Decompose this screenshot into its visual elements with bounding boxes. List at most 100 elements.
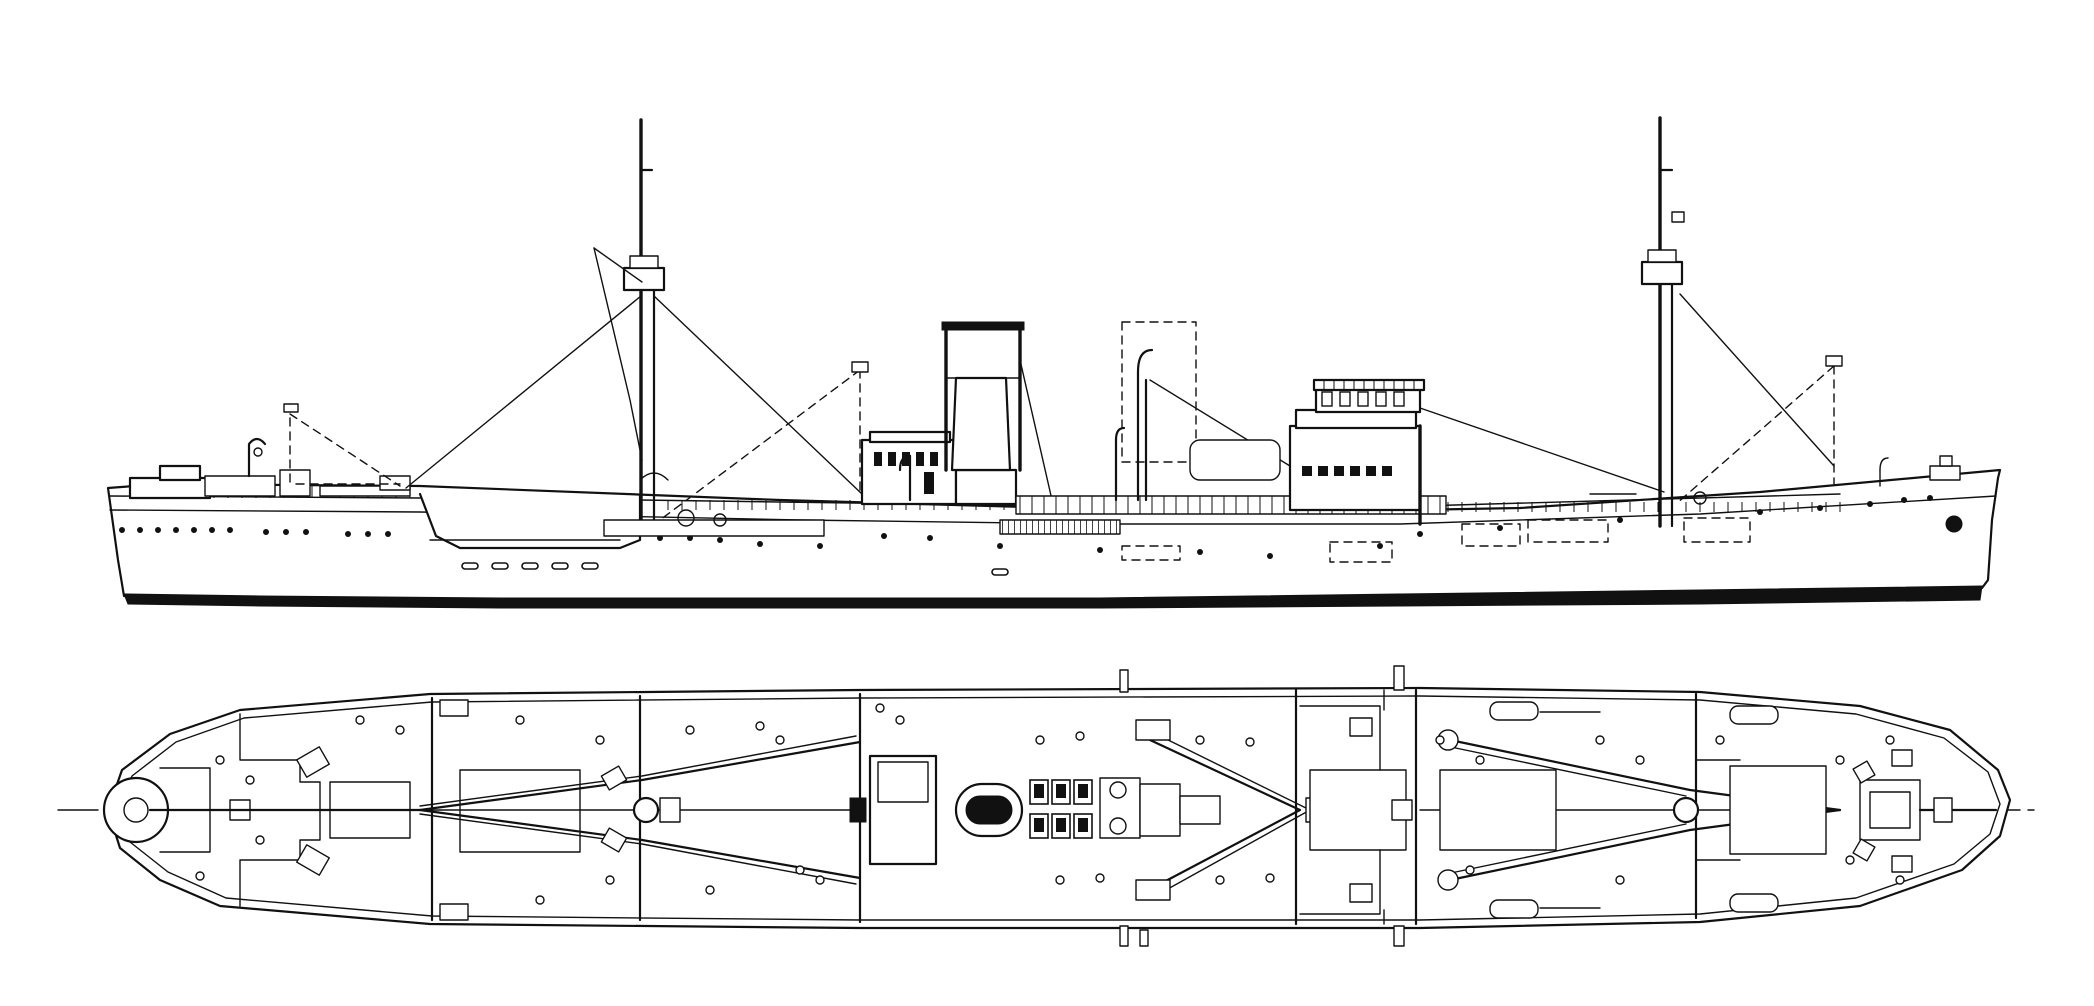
- hawse-pipe-icon: [1945, 515, 1963, 533]
- bollard: [1215, 875, 1225, 885]
- fore-well-fittings: [1435, 735, 1905, 885]
- window: [888, 452, 896, 466]
- porthole: [1417, 531, 1423, 537]
- bollard: [1885, 735, 1895, 745]
- aft-mast: [283, 118, 869, 537]
- bollard: [1475, 755, 1485, 765]
- window: [1366, 466, 1376, 476]
- bollard: [1245, 737, 1255, 747]
- porthole: [1097, 547, 1103, 553]
- midship-kingpost: [1114, 321, 1291, 561]
- bollard: [1895, 875, 1905, 885]
- porthole: [1197, 549, 1203, 555]
- bollard: [1635, 755, 1645, 765]
- bollard: [605, 875, 615, 885]
- bollard: [1435, 735, 1445, 745]
- hatch-cover: [1034, 784, 1044, 798]
- porthole: [227, 527, 233, 533]
- porthole: [385, 531, 391, 537]
- porthole: [817, 543, 823, 549]
- porthole: [1927, 495, 1933, 501]
- bollard: [515, 715, 525, 725]
- window: [1393, 391, 1405, 407]
- hatch-cover: [1078, 818, 1088, 832]
- aft-well-fittings: [195, 703, 1275, 905]
- bollard: [795, 865, 805, 875]
- hull-profile: [106, 468, 2002, 609]
- window: [1334, 466, 1344, 476]
- porthole: [521, 562, 539, 570]
- bollard: [685, 725, 695, 735]
- bollard: [815, 875, 825, 885]
- aft-superstructure: [128, 437, 411, 500]
- deck-plan-view: [57, 665, 2041, 947]
- hatch-aft: [439, 699, 581, 921]
- porthole: [345, 531, 351, 537]
- fore-mast: [1461, 116, 1843, 547]
- porthole: [209, 527, 215, 533]
- window: [916, 452, 924, 466]
- porthole: [1867, 501, 1873, 507]
- window: [1382, 466, 1392, 476]
- poop-deck-plan: [102, 713, 422, 907]
- bollard: [1715, 735, 1725, 745]
- bollard: [1615, 875, 1625, 885]
- porthole: [491, 562, 509, 570]
- window: [1321, 391, 1333, 407]
- porthole: [551, 562, 569, 570]
- window: [874, 452, 882, 466]
- window: [1350, 466, 1360, 476]
- porthole: [997, 543, 1003, 549]
- bollard: [245, 775, 255, 785]
- window: [1339, 391, 1351, 407]
- hatch-cover: [1056, 818, 1066, 832]
- window: [1302, 466, 1312, 476]
- forecastle-fittings: [1589, 455, 1961, 505]
- hatch-forward: [1439, 701, 1827, 919]
- porthole: [927, 535, 933, 541]
- midship-house-plan: [849, 754, 1221, 866]
- bollard: [1595, 735, 1605, 745]
- funnel: [941, 321, 1025, 472]
- window: [1375, 391, 1387, 407]
- aft-derrick-booms: [418, 735, 862, 885]
- bollard: [875, 703, 885, 713]
- porthole: [1757, 509, 1763, 515]
- bollard: [775, 735, 785, 745]
- hatch-cover: [1078, 784, 1088, 798]
- forecastle-plan: [1852, 749, 1998, 873]
- porthole: [137, 527, 143, 533]
- bollard: [705, 885, 715, 895]
- porthole: [1817, 505, 1823, 511]
- porthole: [881, 533, 887, 539]
- side-profile-view: [106, 116, 2002, 609]
- bollard: [755, 721, 765, 731]
- porthole: [303, 529, 309, 535]
- bollard: [895, 715, 905, 725]
- door: [924, 472, 934, 494]
- bridge-superstructure: [1288, 378, 1665, 563]
- porthole: [119, 527, 125, 533]
- bollard: [1465, 865, 1475, 875]
- bridge-deck-plan: [1299, 705, 1413, 915]
- porthole: [717, 537, 723, 543]
- porthole: [1267, 553, 1273, 559]
- window: [1357, 391, 1369, 407]
- window: [902, 452, 910, 466]
- porthole: [1497, 525, 1503, 531]
- porthole: [1901, 497, 1907, 503]
- porthole: [757, 541, 763, 547]
- porthole: [191, 527, 197, 533]
- bollard: [255, 835, 265, 845]
- porthole: [173, 527, 179, 533]
- bollard: [595, 735, 605, 745]
- porthole: [461, 562, 479, 570]
- bollard: [1075, 731, 1085, 741]
- window: [1318, 466, 1328, 476]
- bollard: [1095, 873, 1105, 883]
- bollard: [1035, 735, 1045, 745]
- bollard: [395, 725, 405, 735]
- bollard: [215, 755, 225, 765]
- portholes: [119, 495, 1933, 576]
